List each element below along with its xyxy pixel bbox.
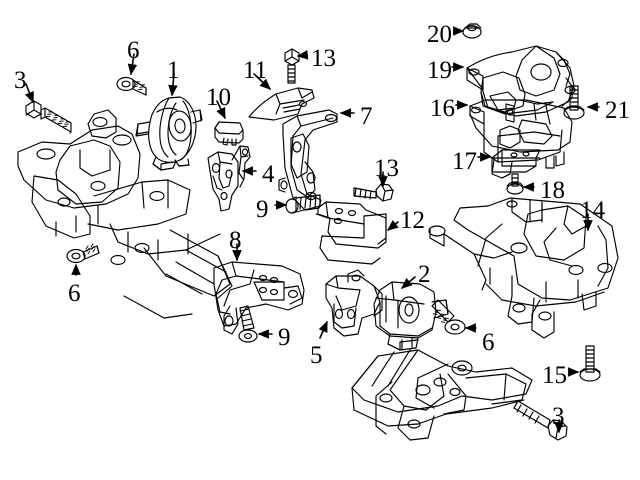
- callout-21: 21: [605, 97, 630, 124]
- part-8-transmission-bracket: [213, 261, 305, 335]
- callout-12: 12: [400, 207, 425, 234]
- callout-11: 11: [243, 57, 268, 84]
- part-21-stud-bolt-large: [563, 85, 585, 120]
- part-16-transmission-mount: [469, 99, 573, 179]
- part-6-bolt-left: [66, 243, 100, 264]
- part-15-stud-bolt: [579, 345, 601, 382]
- callout-9-lower: 9: [278, 324, 291, 351]
- part-7-support-bracket: [278, 109, 338, 211]
- callout-13-mid: 13: [374, 155, 399, 182]
- callout-15: 15: [542, 362, 567, 389]
- callout-9-upper: 9: [256, 196, 269, 223]
- callout-3-lower-right: 3: [552, 403, 565, 430]
- part-13-bolt-mid: [353, 183, 394, 202]
- callout-19: 19: [427, 57, 452, 84]
- leader-lines: [24, 26, 600, 434]
- part-5-bracket-lower: [325, 269, 383, 337]
- part-12-heat-shield-bracket: [315, 201, 387, 265]
- callout-16: 16: [430, 95, 455, 122]
- callout-1: 1: [167, 57, 180, 84]
- callout-8: 8: [229, 227, 242, 254]
- part-4-bracket-small: [207, 145, 251, 212]
- callout-13-top: 13: [311, 45, 336, 72]
- left-subframe-assembly: [17, 109, 233, 319]
- part-6-bolt-top: [116, 76, 147, 96]
- part-13-bolt-top: [284, 48, 300, 84]
- part-10-stopper-pad: [214, 121, 244, 146]
- part-6-bolt-right: [431, 299, 466, 335]
- part-20-flange-nut: [462, 23, 482, 39]
- callout-3-upper-left: 3: [14, 67, 27, 94]
- part-2-engine-mount-right: [373, 281, 449, 351]
- part-18-small-stud-bolt: [506, 173, 524, 195]
- callout-18: 18: [540, 177, 565, 204]
- callout-4: 4: [262, 161, 275, 188]
- callout-20: 20: [427, 21, 452, 48]
- callout-7: 7: [360, 103, 373, 130]
- part-9-bolt-upper: [285, 194, 321, 214]
- part-11-heat-shield: [248, 87, 315, 121]
- callout-6-left: 6: [68, 280, 81, 307]
- callout-5: 5: [310, 342, 323, 369]
- part-17-spacer-plate: [491, 149, 541, 173]
- callout-6-right: 6: [482, 329, 495, 356]
- lower-engine-assembly: [351, 349, 533, 441]
- part-1-engine-mount-left: [135, 96, 203, 171]
- part-3-bolt-upper-left: [25, 100, 72, 134]
- callout-6-top: 6: [127, 37, 140, 64]
- part-14-engine-cradle-subframe: [428, 197, 619, 339]
- callout-14: 14: [580, 197, 605, 224]
- callout-17: 17: [452, 148, 477, 175]
- callout-2: 2: [418, 261, 431, 288]
- part-19-mount-bracket-upper: [466, 45, 576, 117]
- part-9-bolt-lower: [238, 305, 258, 343]
- callout-10: 10: [206, 84, 231, 111]
